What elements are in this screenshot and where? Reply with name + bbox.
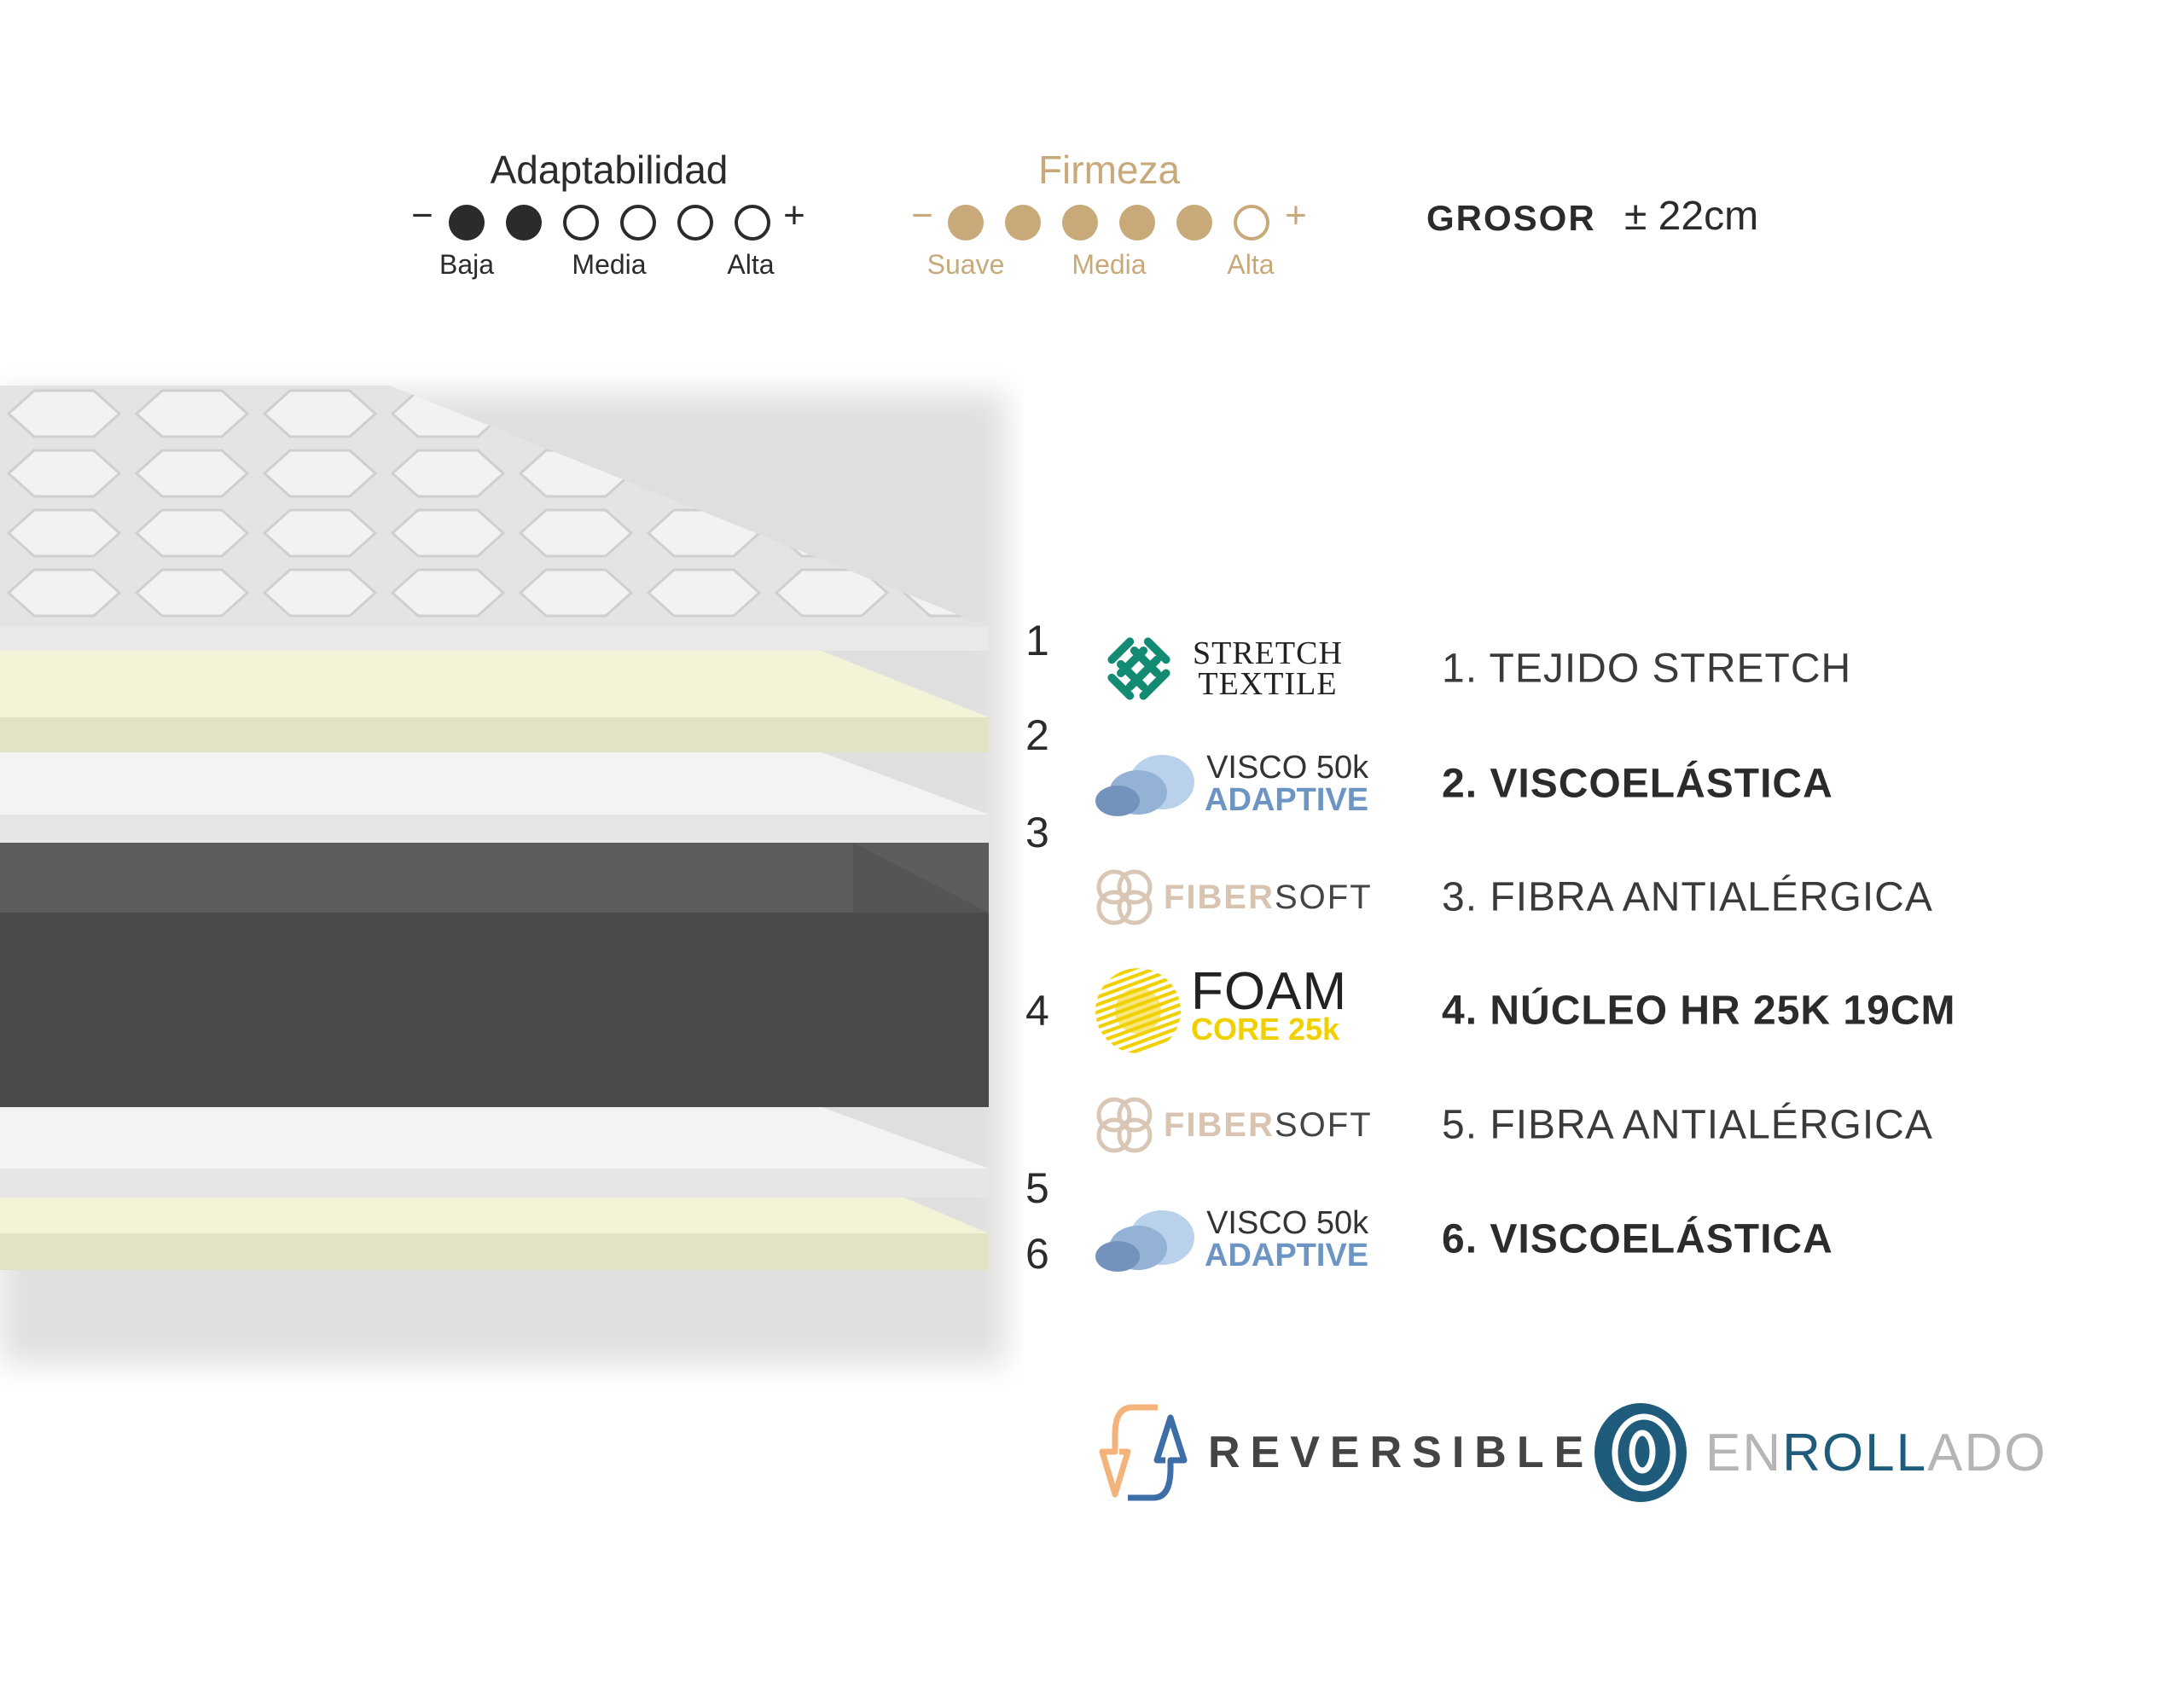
layer-number-5: 5 bbox=[1025, 1164, 1049, 1212]
logo-line-2: ADAPTIVE bbox=[1205, 1238, 1369, 1273]
adaptability-plus: + bbox=[783, 194, 805, 236]
rating-dot-filled bbox=[1176, 205, 1212, 241]
cloud-icon bbox=[1095, 755, 1194, 816]
mattress-illustration bbox=[0, 386, 1007, 1365]
layer-1-stretch-fabric bbox=[0, 386, 989, 651]
rating-dot-empty bbox=[735, 205, 770, 241]
logo-line-1: VISCO 50k bbox=[1206, 750, 1369, 786]
layer-4-foam-core bbox=[0, 843, 989, 1107]
logo-line-1: FIBER bbox=[1164, 878, 1275, 916]
layer-label-4: 4. NÚCLEO HR 25K 19CM bbox=[1442, 988, 1956, 1034]
enrollado-badge: ENROLLADO bbox=[1591, 1401, 2047, 1505]
rating-dot-filled bbox=[1062, 205, 1098, 241]
knot-icon bbox=[1096, 869, 1153, 925]
layer-3-fiber bbox=[0, 752, 989, 843]
logo-line-2: CORE 25k bbox=[1191, 1012, 1340, 1047]
woven-pattern-icon bbox=[1107, 637, 1170, 700]
rating-dot-empty bbox=[1234, 205, 1269, 241]
adaptability-title: Adaptabilidad bbox=[490, 148, 729, 192]
enrollado-part-3: ADO bbox=[1927, 1423, 2048, 1482]
adaptability-label-mid: Media bbox=[572, 249, 647, 280]
logo-line-2: TEXTILE bbox=[1198, 666, 1338, 702]
layer-6-visco bbox=[0, 1198, 989, 1270]
layer-label-5: 5. FIBRA ANTIALÉRGICA bbox=[1442, 1102, 1933, 1148]
logo-line-1: STRETCH bbox=[1193, 635, 1343, 671]
visco-adaptive-logo: VISCO 50k ADAPTIVE bbox=[1094, 1192, 1368, 1286]
logo-line-1: FOAM bbox=[1191, 962, 1348, 1021]
roll-spiral-icon bbox=[1594, 1403, 1687, 1502]
adaptability-minus: − bbox=[411, 194, 433, 236]
thickness-label: GROSOR bbox=[1426, 198, 1596, 238]
enrollado-part-2: ROLL bbox=[1782, 1423, 1928, 1482]
thickness-value: ± 22cm bbox=[1624, 194, 1759, 239]
firmness-plus: + bbox=[1285, 194, 1307, 236]
knot-icon bbox=[1096, 1097, 1153, 1153]
logo-line-2: SOFT bbox=[1275, 1105, 1373, 1144]
rating-dot-filled bbox=[1005, 205, 1041, 241]
layer-label-1: 1. TEJIDO STRETCH bbox=[1442, 646, 1852, 692]
foam-core-logo: FOAM CORE 25k bbox=[1094, 964, 1362, 1058]
logo-line-1: VISCO 50k bbox=[1206, 1205, 1369, 1241]
layer-2-visco bbox=[0, 651, 989, 752]
cloud-icon bbox=[1095, 1210, 1194, 1272]
layer-number-2: 2 bbox=[1025, 711, 1049, 759]
rating-dot-filled bbox=[948, 205, 984, 241]
logo-line-1: FIBER bbox=[1164, 1105, 1275, 1144]
firmness-label-mid: Media bbox=[1072, 249, 1147, 280]
adaptability-label-low: Baja bbox=[439, 249, 495, 280]
fibersoft-logo: FIBERSOFT bbox=[1094, 850, 1371, 944]
reversible-label: REVERSIBLE bbox=[1208, 1428, 1594, 1477]
reversible-badge: REVERSIBLE bbox=[1094, 1401, 1594, 1505]
logo-line-2: SOFT bbox=[1275, 878, 1373, 916]
layer-label-3: 3. FIBRA ANTIALÉRGICA bbox=[1442, 874, 1933, 920]
firmness-label-low: Suave bbox=[926, 249, 1005, 280]
reversible-arrows-icon bbox=[1099, 1404, 1188, 1501]
layer-number-6: 6 bbox=[1025, 1230, 1049, 1278]
enrollado-part-1: EN bbox=[1705, 1423, 1783, 1482]
layer-number-1: 1 bbox=[1025, 617, 1049, 664]
layer-label-6: 6. VISCOELÁSTICA bbox=[1442, 1216, 1833, 1262]
firmness-title: Firmeza bbox=[1037, 148, 1181, 192]
rating-dot-filled bbox=[1119, 205, 1155, 241]
firmness-label-high: Alta bbox=[1227, 249, 1275, 280]
layer-label-2: 2. VISCOELÁSTICA bbox=[1442, 761, 1833, 807]
fibersoft-logo: FIBERSOFT bbox=[1094, 1078, 1371, 1172]
stretch-textile-logo: STRETCH TEXTILE bbox=[1094, 622, 1362, 716]
visco-adaptive-logo: VISCO 50k ADAPTIVE bbox=[1094, 737, 1368, 831]
rating-dot-empty bbox=[563, 205, 599, 241]
rating-dot-filled bbox=[449, 205, 485, 241]
layer-5-fiber bbox=[0, 1107, 989, 1198]
adaptability-label-high: Alta bbox=[727, 249, 775, 280]
layer-number-4: 4 bbox=[1025, 987, 1049, 1035]
rating-dot-filled bbox=[506, 205, 542, 241]
rating-dot-empty bbox=[677, 205, 713, 241]
layer-number-3: 3 bbox=[1025, 809, 1049, 856]
firmness-minus: − bbox=[911, 194, 933, 236]
sun-stripes-icon bbox=[1095, 968, 1181, 1053]
logo-line-2: ADAPTIVE bbox=[1205, 782, 1369, 818]
rating-dot-empty bbox=[620, 205, 656, 241]
